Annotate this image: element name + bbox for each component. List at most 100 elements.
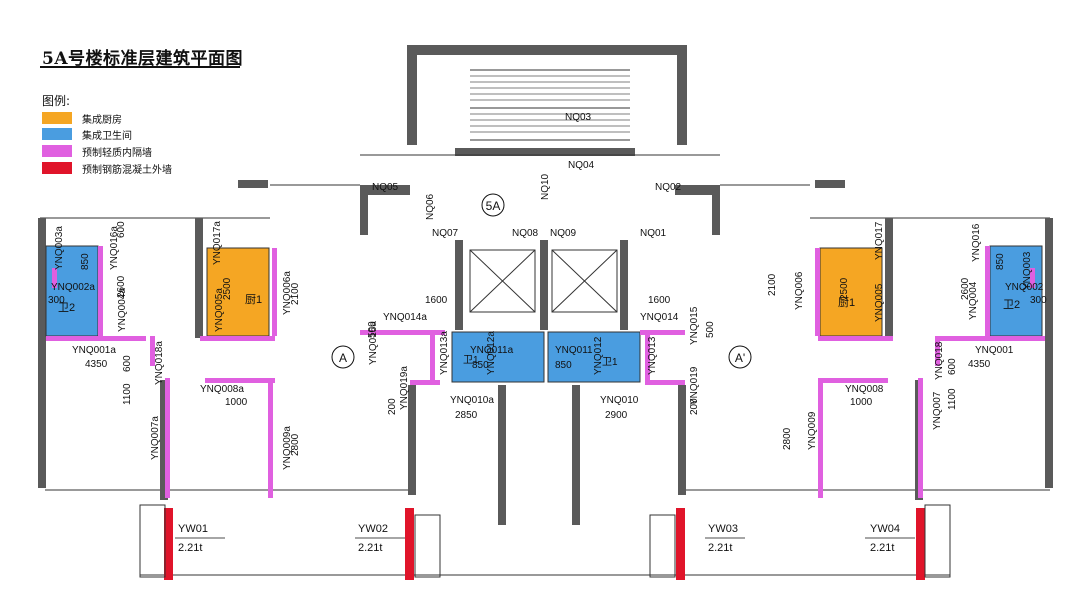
ynq006-label: YNQ006 [794, 271, 805, 310]
ynq014-label: YNQ014 [640, 312, 679, 323]
yw04-label: YW04 [870, 523, 900, 535]
building-outline [40, 154, 1050, 576]
dim-500-left: 500 [367, 321, 378, 338]
exterior-walls [164, 508, 925, 580]
ynq002-label: YNQ002 [1005, 282, 1044, 293]
legend-label-bath: 集成卫生间 [82, 130, 132, 142]
dim-1100-right: 600 [947, 358, 958, 375]
dim-1600-left: 1600 [425, 295, 448, 306]
core-marker [481, 193, 505, 217]
exterior-wall-yw02 [405, 508, 414, 580]
bath-left [45, 245, 99, 337]
dim-850-bath-left: 850 [80, 253, 91, 270]
dim-2600-right: 2600 [960, 277, 971, 300]
ynq001a-label: YNQ001a [72, 345, 116, 356]
stair-treads [470, 75, 630, 133]
core-building-label: 5A [486, 199, 501, 213]
dim-4350-right: 4350 [968, 359, 991, 370]
legend-swatch-bath [42, 128, 72, 140]
dim-1000-left: 1100 [122, 383, 133, 405]
ynq010-label: YNQ010 [600, 395, 639, 406]
exterior-wall-yw04 [916, 508, 925, 580]
nq04-label: NQ04 [568, 160, 595, 171]
kitchens [206, 247, 883, 337]
legend-swatch-kitchen [42, 112, 72, 124]
dim-2100-left: 2100 [290, 282, 301, 305]
nq10-label: NQ10 [540, 173, 551, 200]
nq01-label: NQ01 [640, 228, 667, 239]
dim-2800-right: 1000 [850, 397, 873, 408]
yw03-label: YW03 [708, 523, 738, 535]
ynq011a-label: YNQ011a [470, 345, 514, 356]
ynq006a-label: YNQ006a [282, 271, 293, 315]
unit-left-label: A [339, 351, 347, 365]
unit-right-label: A' [735, 351, 745, 365]
bath-right [989, 245, 1043, 337]
ynq008a-label: YNQ008a [200, 384, 244, 395]
bath-core-right-label: 卫1 [602, 357, 618, 368]
dim-200-left: 200 [387, 398, 398, 415]
dim-850-left: 850 [472, 360, 489, 371]
exterior-wall-yw01 [164, 508, 173, 580]
legend-label-exterior: 预制钢筋混凝土外墙 [82, 164, 172, 176]
legend-swatch-partition [42, 145, 72, 157]
kitchen-left [206, 247, 270, 337]
nq02-label: NQ02 [655, 182, 682, 193]
structural-walls [38, 180, 1053, 525]
yw01-weight: 2.21t [178, 542, 202, 554]
kitchen-left-label: 厨1 [245, 293, 262, 306]
ynq019-label: YNQ019 [689, 366, 700, 405]
dim-850-right: 850 [555, 360, 572, 371]
legend-label-kitchen: 集成厨房 [82, 114, 122, 126]
ynq002a-label: YNQ002a [51, 282, 95, 293]
bath-core-left-label: 卫1 [463, 355, 479, 366]
unit-right-marker [728, 345, 752, 369]
ynq015-label: YNQ015 [689, 306, 700, 345]
unit-left-marker [331, 345, 355, 369]
ynq018-label: YNQ018 [934, 341, 945, 380]
dim-3500-right: 2800 [782, 427, 793, 450]
dim-200-right: 200 [689, 398, 700, 415]
ynq007-label: YNQ007 [932, 391, 943, 430]
nq03-label: NQ03 [565, 112, 592, 123]
dim-1000-right: 1100 [947, 388, 958, 410]
ynq004-label: YNQ004 [968, 281, 979, 320]
legend-swatch-exterior [42, 162, 72, 174]
bath-right-label: 卫2 [1003, 299, 1020, 311]
dim-2800-left: 1000 [225, 397, 248, 408]
balconies [139, 504, 951, 578]
bath-core-left [451, 331, 545, 383]
ynq003a-label: YNQ003a [54, 226, 65, 270]
ynq004a-label: YNQ004a [117, 288, 128, 332]
bathrooms [45, 245, 1043, 383]
dim-600-left: 600 [116, 221, 127, 238]
ynq016-label: YNQ016 [971, 223, 982, 262]
ynq014a-label: YNQ014a [383, 312, 427, 323]
elevator-shafts [469, 249, 618, 313]
yw01-label: YW01 [178, 523, 208, 535]
ynq017-label: YNQ017 [874, 221, 885, 260]
ynq012-label: YNQ012 [593, 336, 604, 375]
legend-label-partition: 预制轻质内隔墙 [82, 147, 152, 159]
ynq013a-label: YNQ013a [439, 331, 450, 375]
nq05-label: NQ05 [372, 182, 399, 193]
yw02-label: YW02 [358, 523, 388, 535]
legend-item-exterior: 预制钢筋混凝土外墙 [42, 162, 172, 176]
dim-2100-right: 2100 [767, 273, 778, 296]
legend-item-kitchen: 集成厨房 [42, 112, 122, 126]
ynq009a-label: YNQ009a [282, 426, 293, 470]
dim-300-left: 300 [48, 295, 65, 306]
dim-4350-left: 4350 [85, 359, 108, 370]
ynq001-label: YNQ001 [975, 345, 1014, 356]
nq09-label: NQ09 [550, 228, 577, 239]
ynq013-label: YNQ013 [647, 336, 658, 375]
dim-3500-left: 2800 [290, 433, 301, 456]
ynq012a-label: YNQ012a [486, 331, 497, 375]
exterior-wall-yw03 [676, 508, 685, 580]
title-underline [40, 66, 240, 68]
ynq007a-label: YNQ007a [150, 416, 161, 460]
ynq009-label: YNQ009 [807, 411, 818, 450]
stair-core [407, 45, 687, 156]
ynq003-label: YNQ003 [1022, 251, 1033, 290]
ynq011-label: YNQ011 [555, 345, 593, 356]
